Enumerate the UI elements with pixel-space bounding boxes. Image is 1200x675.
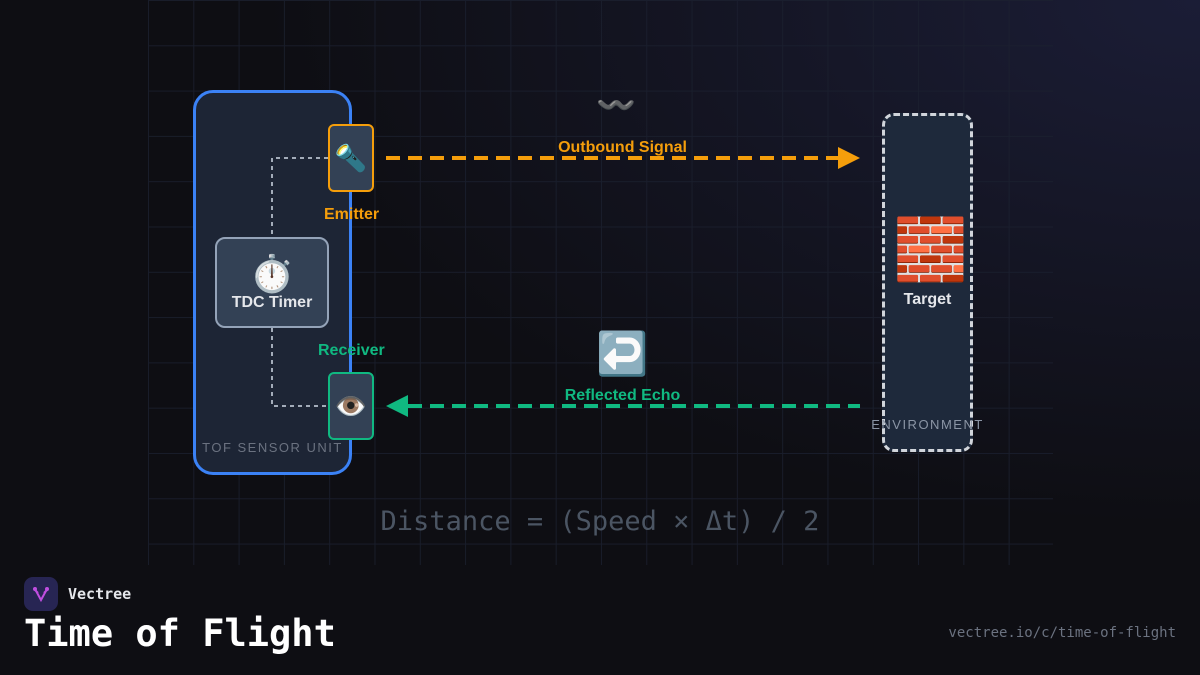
page-title: Time of Flight (24, 612, 336, 655)
emitter-node: 🔦 (328, 124, 374, 192)
brand: Vectree (24, 577, 131, 611)
echo-label: Reflected Echo (564, 387, 681, 404)
outbound-label: Outbound Signal (558, 139, 687, 156)
eye-icon: 👁️ (334, 390, 368, 421)
return-icon: ↩️ (596, 330, 649, 377)
timer-wires (271, 157, 328, 407)
target-label: Target (903, 291, 952, 308)
echo-arrowhead (386, 395, 408, 417)
unit-label: TOF SENSOR UNIT (202, 440, 343, 455)
receiver-label: Receiver (318, 342, 385, 359)
environment-box (882, 113, 973, 452)
receiver-node: 👁️ (328, 372, 374, 440)
vectree-logo-icon (24, 577, 58, 611)
environment-label: ENVIRONMENT (871, 417, 984, 432)
flashlight-icon: 🔦 (334, 142, 368, 173)
timer-label: TDC Timer (231, 293, 313, 311)
wave-icon: 〰️ (596, 87, 636, 123)
tdc-timer-node: ⏱️ TDC Timer (215, 237, 329, 328)
source-url: vectree.io/c/time-of-flight (948, 625, 1176, 641)
brand-name: Vectree (68, 585, 132, 603)
stopwatch-icon: ⏱️ (249, 252, 295, 294)
brick-wall-icon: 🧱 (893, 216, 968, 283)
outbound-arrowhead (838, 147, 860, 169)
distance-formula: Distance = (Speed × Δt) / 2 (380, 506, 820, 537)
emitter-label: Emitter (324, 206, 380, 223)
